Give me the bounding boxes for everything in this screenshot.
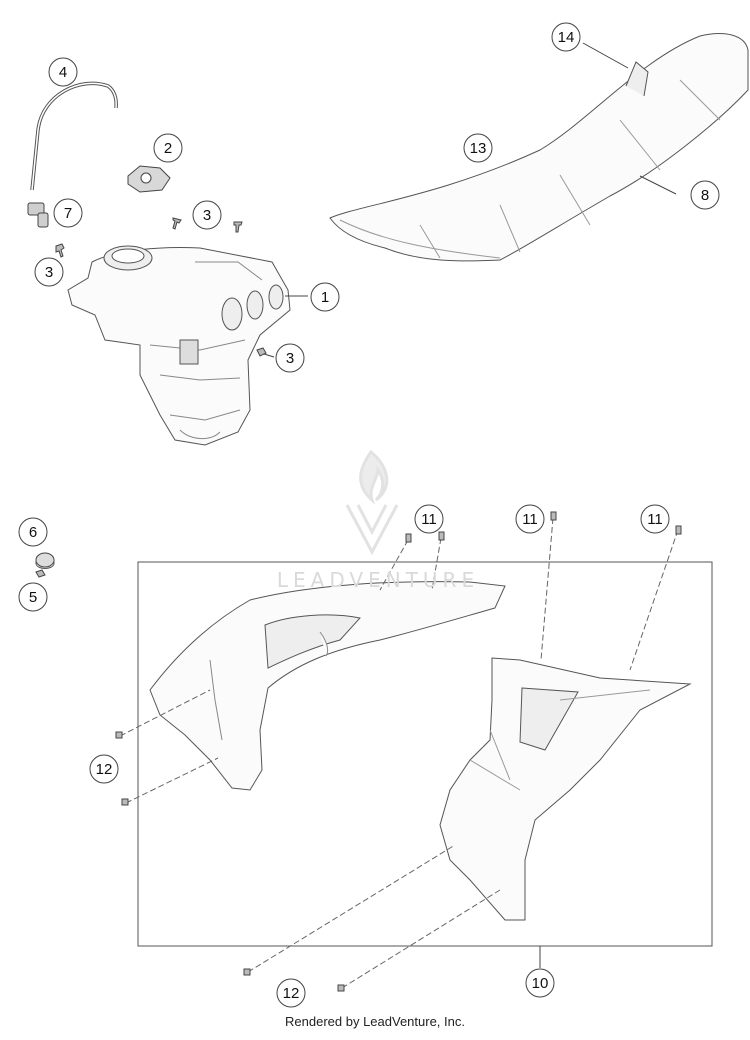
callout-text: 3 bbox=[286, 350, 294, 367]
callout-3: 3 bbox=[34, 257, 64, 287]
callout-7: 7 bbox=[53, 198, 83, 228]
left-side-panel-part bbox=[149, 581, 506, 791]
callout-12: 12 bbox=[89, 754, 119, 784]
callout-text: 1 bbox=[321, 289, 329, 306]
callout-14: 14 bbox=[551, 22, 581, 52]
callout-5: 5 bbox=[18, 582, 48, 612]
callout-2: 2 bbox=[153, 133, 183, 163]
panel-screws bbox=[115, 511, 682, 992]
callout-1: 1 bbox=[310, 282, 340, 312]
seat-part bbox=[329, 33, 749, 262]
callout-10: 10 bbox=[525, 968, 555, 998]
callout-4: 4 bbox=[48, 57, 78, 87]
fuel-pump-part bbox=[127, 165, 171, 193]
callout-6: 6 bbox=[18, 517, 48, 547]
callout-text: 11 bbox=[522, 511, 538, 528]
callout-text: 10 bbox=[532, 975, 549, 992]
callout-8: 8 bbox=[690, 180, 720, 210]
callout-12: 12 bbox=[276, 978, 306, 1008]
spacer-part bbox=[35, 552, 55, 569]
fuel-line-part bbox=[30, 81, 118, 191]
watermark-text: LEADVENTURE bbox=[276, 568, 480, 592]
bolt-part bbox=[35, 569, 46, 578]
callout-text: 3 bbox=[203, 207, 211, 224]
callout-text: 11 bbox=[421, 511, 437, 528]
callout-3: 3 bbox=[192, 200, 222, 230]
side-panel-group-frame bbox=[137, 561, 713, 947]
callout-text: 8 bbox=[701, 187, 709, 204]
callout-text: 2 bbox=[164, 140, 172, 157]
callout-labels: 1 2 3 3 3 3 4 5 6 7 8 10 11 11 11 12 12 … bbox=[18, 22, 720, 1008]
callout-text: 4 bbox=[59, 64, 67, 81]
callout-11: 11 bbox=[640, 504, 670, 534]
callout-text: 7 bbox=[64, 205, 72, 222]
callout-text: 5 bbox=[29, 589, 37, 606]
callout-text: 12 bbox=[283, 985, 300, 1002]
leader-lines bbox=[119, 517, 679, 989]
leadventure-logo-watermark bbox=[345, 449, 399, 556]
callout-text: 6 bbox=[29, 524, 37, 541]
quick-connector-part bbox=[27, 202, 49, 228]
callout-text: 13 bbox=[470, 140, 487, 157]
callout-text: 3 bbox=[45, 264, 53, 281]
callout-3: 3 bbox=[275, 343, 305, 373]
callout-11: 11 bbox=[414, 504, 444, 534]
callout-text: 14 bbox=[558, 29, 575, 46]
callout-11: 11 bbox=[515, 504, 545, 534]
callout-text: 12 bbox=[96, 761, 113, 778]
callout-text: 11 bbox=[647, 511, 663, 528]
solid-leaders bbox=[263, 42, 677, 968]
fuel-tank-part bbox=[67, 245, 291, 446]
right-side-panel-part bbox=[439, 657, 692, 921]
footer-credit: Rendered by LeadVenture, Inc. bbox=[285, 1014, 465, 1029]
callout-13: 13 bbox=[463, 133, 493, 163]
